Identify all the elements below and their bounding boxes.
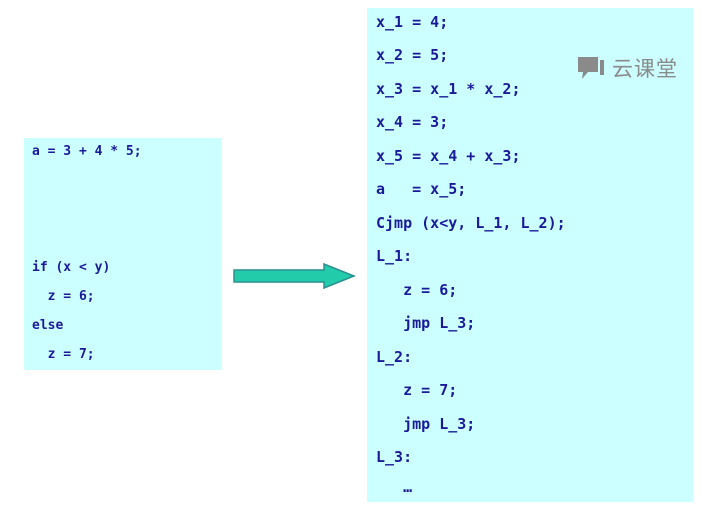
target-line-15: … (376, 478, 413, 496)
target-line-2: x_2 = 5; (376, 46, 449, 64)
transform-arrow (233, 262, 356, 290)
source-line-assign-a: a = 3 + 4 * 5; (32, 144, 142, 159)
target-line-1: x_1 = 4; (376, 13, 449, 31)
target-code-panel: x_1 = 4; x_2 = 5; x_3 = x_1 * x_2; x_4 =… (367, 8, 693, 502)
target-line-8: L_1: (376, 247, 413, 265)
target-line-5: x_5 = x_4 + x_3; (376, 147, 521, 165)
target-line-3: x_3 = x_1 * x_2; (376, 80, 521, 98)
target-line-11: L_2: (376, 348, 413, 366)
target-line-10: jmp L_3; (376, 314, 476, 332)
source-line-then: z = 6; (32, 289, 95, 304)
watermark: 云课堂 (576, 54, 678, 82)
source-line-else-body: z = 7; (32, 347, 95, 362)
source-code-panel: a = 3 + 4 * 5; if (x < y) z = 6; else z … (24, 138, 222, 370)
target-line-6: a = x_5; (376, 180, 467, 198)
target-line-7: Cjmp (x<y, L_1, L_2); (376, 214, 566, 232)
target-line-4: x_4 = 3; (376, 113, 449, 131)
watermark-text: 云课堂 (612, 57, 678, 81)
target-line-9: z = 6; (376, 281, 458, 299)
source-line-if: if (x < y) (32, 260, 111, 275)
target-line-14: L_3: (376, 448, 413, 466)
cloud-classroom-logo-icon (578, 57, 604, 79)
target-line-12: z = 7; (376, 381, 458, 399)
target-line-13: jmp L_3; (376, 415, 476, 433)
source-line-else: else (32, 318, 64, 333)
arrow-shape (233, 262, 356, 290)
